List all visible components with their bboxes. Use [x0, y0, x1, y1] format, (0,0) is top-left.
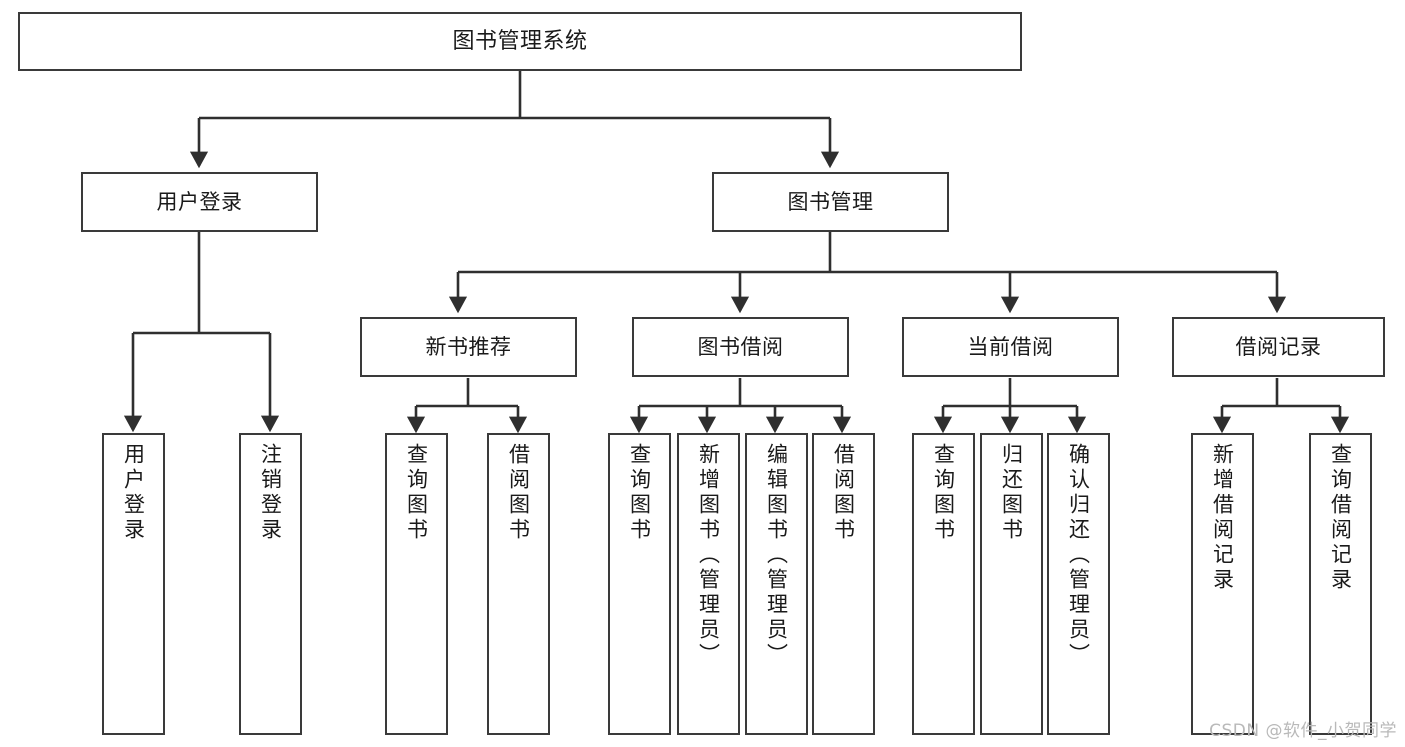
leaf-edit-book-label: 编辑图书（管理员）: [764, 443, 789, 668]
leaf-add-book-label: 新增图书（管理员）: [696, 443, 721, 668]
leaf-return-book-label: 归还图书: [999, 443, 1024, 543]
leaf-borrow-book-2[interactable]: 借阅图书: [812, 433, 875, 735]
node-user-login[interactable]: 用户登录: [81, 172, 318, 232]
leaf-borrow-book-1-label: 借阅图书: [506, 443, 531, 543]
node-book-borrow[interactable]: 图书借阅: [632, 317, 849, 377]
leaf-confirm-return-label: 确认归还（管理员）: [1066, 443, 1091, 668]
leaf-add-book[interactable]: 新增图书（管理员）: [677, 433, 740, 735]
leaf-borrow-book-1[interactable]: 借阅图书: [487, 433, 550, 735]
leaf-query-record[interactable]: 查询借阅记录: [1309, 433, 1372, 735]
node-current-borrow-label: 当前借阅: [967, 334, 1054, 359]
leaf-query-book-3[interactable]: 查询图书: [912, 433, 975, 735]
leaf-return-book[interactable]: 归还图书: [980, 433, 1043, 735]
leaf-query-record-label: 查询借阅记录: [1328, 443, 1353, 593]
node-root[interactable]: 图书管理系统: [18, 12, 1022, 71]
node-user-login-label: 用户登录: [156, 189, 243, 214]
leaf-query-book-1[interactable]: 查询图书: [385, 433, 448, 735]
node-new-book-recommend-label: 新书推荐: [425, 334, 512, 359]
node-borrow-record-label: 借阅记录: [1235, 334, 1322, 359]
leaf-query-book-2[interactable]: 查询图书: [608, 433, 671, 735]
leaf-query-book-3-label: 查询图书: [931, 443, 956, 543]
leaf-add-record[interactable]: 新增借阅记录: [1191, 433, 1254, 735]
leaf-query-book-1-label: 查询图书: [404, 443, 429, 543]
node-root-label: 图书管理系统: [452, 28, 588, 54]
node-book-borrow-label: 图书借阅: [697, 334, 784, 359]
leaf-logout-label: 注销登录: [258, 443, 283, 543]
leaf-borrow-book-2-label: 借阅图书: [831, 443, 856, 543]
leaf-user-login-label: 用户登录: [121, 443, 146, 543]
node-book-management-label: 图书管理: [787, 189, 874, 214]
leaf-user-login[interactable]: 用户登录: [102, 433, 165, 735]
leaf-confirm-return[interactable]: 确认归还（管理员）: [1047, 433, 1110, 735]
leaf-logout[interactable]: 注销登录: [239, 433, 302, 735]
csdn-watermark: CSDN @软件_小贺同学: [1209, 721, 1397, 741]
leaf-add-record-label: 新增借阅记录: [1210, 443, 1235, 593]
leaf-query-book-2-label: 查询图书: [627, 443, 652, 543]
node-new-book-recommend[interactable]: 新书推荐: [360, 317, 577, 377]
node-current-borrow[interactable]: 当前借阅: [902, 317, 1119, 377]
leaf-edit-book[interactable]: 编辑图书（管理员）: [745, 433, 808, 735]
node-book-management[interactable]: 图书管理: [712, 172, 949, 232]
node-borrow-record[interactable]: 借阅记录: [1172, 317, 1385, 377]
